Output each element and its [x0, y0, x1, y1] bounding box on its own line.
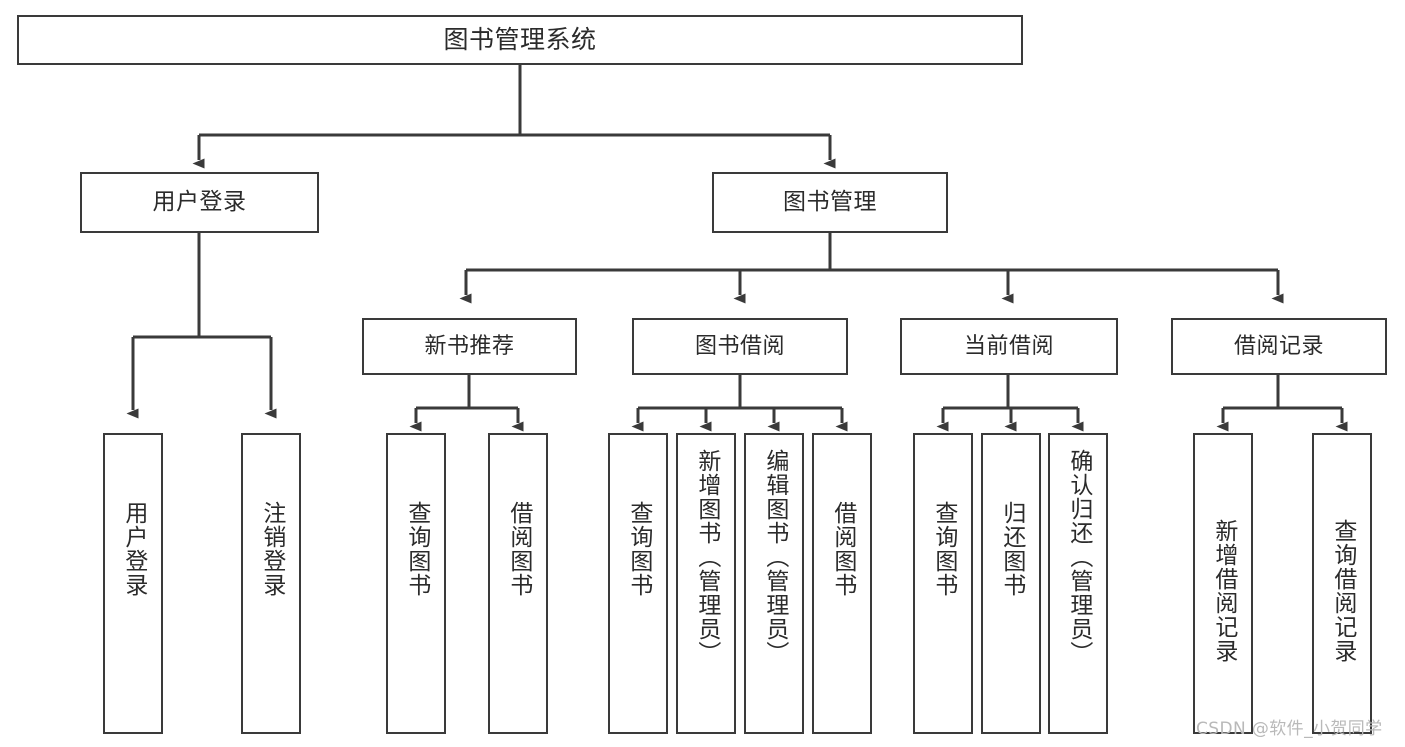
node-label: 图书管理系统 — [443, 25, 597, 55]
leaf-current-borrow-return-book[interactable]: 归还图书 — [981, 433, 1041, 734]
leaf-label: 借阅图书 — [829, 501, 856, 597]
leaf-user-login-login[interactable]: 用户登录 — [103, 433, 163, 734]
leaf-book-borrow-query-book[interactable]: 查询图书 — [608, 433, 668, 734]
node-user-login[interactable]: 用户登录 — [80, 172, 319, 233]
leaf-new-book-borrow-book[interactable]: 借阅图书 — [488, 433, 548, 734]
node-root-book-management-system[interactable]: 图书管理系统 — [17, 15, 1023, 65]
leaf-book-borrow-add-book-admin[interactable]: 新增图书（管理员） — [676, 433, 736, 734]
csdn-watermark: CSDN @软件_小贺同学 — [1196, 719, 1383, 739]
node-borrow-record[interactable]: 借阅记录 — [1171, 318, 1387, 375]
leaf-borrow-record-query-record[interactable]: 查询借阅记录 — [1312, 433, 1372, 734]
node-current-borrow[interactable]: 当前借阅 — [900, 318, 1118, 375]
leaf-label: 编辑图书（管理员） — [761, 449, 788, 665]
node-label: 图书管理 — [783, 189, 877, 216]
leaf-user-login-logout[interactable]: 注销登录 — [241, 433, 301, 734]
node-new-book-recommend[interactable]: 新书推荐 — [362, 318, 577, 375]
leaf-current-borrow-query-book[interactable]: 查询图书 — [913, 433, 973, 734]
leaf-borrow-record-add-record[interactable]: 新增借阅记录 — [1193, 433, 1253, 734]
leaf-label: 注销登录 — [258, 501, 285, 597]
leaf-new-book-query-book[interactable]: 查询图书 — [386, 433, 446, 734]
leaf-label: 新增图书（管理员） — [693, 449, 720, 665]
leaf-label: 归还图书 — [998, 501, 1025, 597]
leaf-label: 确认归还（管理员） — [1065, 449, 1092, 665]
leaf-book-borrow-edit-book-admin[interactable]: 编辑图书（管理员） — [744, 433, 804, 734]
leaf-label: 用户登录 — [120, 501, 147, 597]
leaf-label: 查询图书 — [403, 501, 430, 597]
leaf-label: 查询图书 — [625, 501, 652, 597]
leaf-book-borrow-borrow-book[interactable]: 借阅图书 — [812, 433, 872, 734]
node-label: 借阅记录 — [1233, 333, 1324, 359]
node-label: 图书借阅 — [694, 333, 785, 359]
leaf-current-borrow-confirm-return-admin[interactable]: 确认归还（管理员） — [1048, 433, 1108, 734]
node-book-borrow[interactable]: 图书借阅 — [632, 318, 848, 375]
leaf-label: 查询借阅记录 — [1329, 519, 1356, 663]
leaf-label: 借阅图书 — [505, 501, 532, 597]
node-book-management[interactable]: 图书管理 — [712, 172, 948, 233]
leaf-label: 新增借阅记录 — [1210, 519, 1237, 663]
node-label: 当前借阅 — [963, 333, 1054, 359]
node-label: 新书推荐 — [424, 333, 515, 359]
node-label: 用户登录 — [152, 189, 247, 216]
leaf-label: 查询图书 — [930, 501, 957, 597]
